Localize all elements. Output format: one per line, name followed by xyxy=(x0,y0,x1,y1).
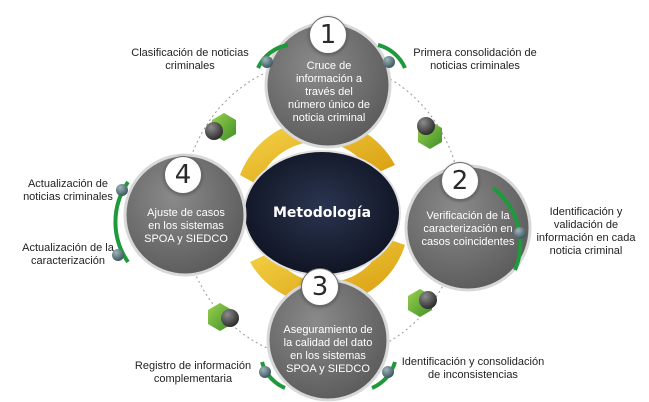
step-1-text: Cruce de información a través del número… xyxy=(288,60,370,124)
marker-ball xyxy=(261,56,273,68)
label-registro: Registro de información complementaria xyxy=(134,360,252,385)
marker-ball xyxy=(382,366,394,378)
step-2-number: 2 xyxy=(441,162,479,200)
label-actualizacion-noticias: Actualización de noticias criminales xyxy=(23,178,113,203)
marker-ball xyxy=(383,56,395,68)
cube-connector-bottom-left xyxy=(208,303,239,331)
marker-ball xyxy=(116,184,128,196)
step-3-number: 3 xyxy=(301,268,339,306)
center-title: Metodología xyxy=(272,205,372,221)
marker-ball xyxy=(514,227,526,239)
arc-step1-right xyxy=(377,43,407,69)
arc-step3-left xyxy=(260,361,286,390)
label-identificacion-consolidacion: Identificación y consolidación de incons… xyxy=(401,356,545,381)
step-1-number: 1 xyxy=(309,16,347,54)
step-4-number: 4 xyxy=(164,156,202,194)
step-3-text: Aseguramiento de la calidad del dato en … xyxy=(283,324,373,375)
marker-ball xyxy=(112,249,124,261)
cube-connector-top-right xyxy=(417,117,442,149)
label-primera-consolidacion: Primera consolidación de noticias crimin… xyxy=(413,47,537,72)
cube-connector-bottom-right xyxy=(408,289,437,317)
arc-step2-right xyxy=(491,186,523,271)
cube-connector-top-left xyxy=(205,113,236,141)
label-clasificacion: Clasificación de noticias criminales xyxy=(131,47,249,72)
step-2-text: Verificación de la caracterización en ca… xyxy=(421,210,515,248)
marker-ball xyxy=(259,366,271,378)
label-identificacion-validacion: Identificación y validación de informaci… xyxy=(536,206,636,257)
arc-step1-left xyxy=(256,43,289,69)
step-4-text: Ajuste de casos en los sistemas SPOA y S… xyxy=(144,207,228,245)
step-4-node xyxy=(123,153,247,277)
label-actualizacion-caracterizacion: Actualización de la caracterización xyxy=(22,242,114,267)
